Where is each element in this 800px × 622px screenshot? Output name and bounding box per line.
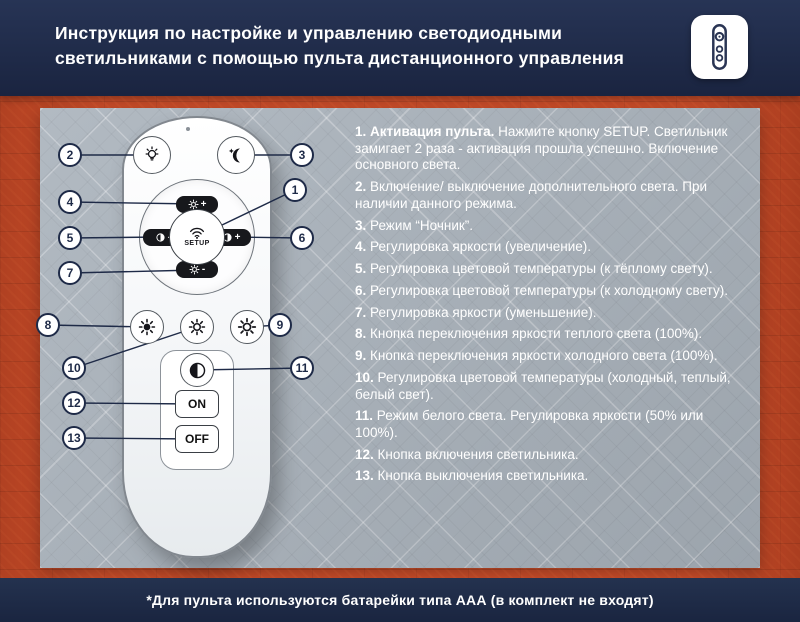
- battery-note: *Для пульта используются батарейки типа …: [146, 592, 654, 608]
- instruction-item-13: 13. Кнопка выключения светильника.: [355, 468, 589, 484]
- callout-13: 13: [62, 426, 86, 450]
- instruction-item-5: 5. Регулировка цветовой температуры (к т…: [355, 261, 713, 277]
- instruction-item-2: 2. Включение/ выключение дополнительного…: [355, 179, 708, 211]
- cold-sun-icon: [237, 317, 257, 337]
- plus-sign: +: [200, 198, 207, 210]
- white-mode-button[interactable]: [180, 353, 214, 387]
- instruction-item-1: 1. Активация пульта. Нажмите кнопку SETU…: [355, 124, 728, 173]
- warm-100-button[interactable]: [130, 310, 164, 344]
- temp-cycle-sun-icon: [188, 318, 206, 336]
- instruction-item-6: 6. Регулировка цветовой температуры (к х…: [355, 282, 728, 298]
- warm-sun-icon: [138, 318, 156, 336]
- instruction-item-8: 8. Кнопка переключения яркости теплого с…: [355, 326, 703, 342]
- page-title: Инструкция по настройке и управлению све…: [55, 23, 625, 69]
- instruction-list: 1. Активация пульта. Нажмите кнопку SETU…: [355, 124, 733, 490]
- main-light-button[interactable]: [133, 136, 171, 174]
- callout-11: 11: [290, 356, 314, 380]
- callout-10: 10: [62, 356, 86, 380]
- off-button[interactable]: OFF: [175, 425, 219, 453]
- setup-label: SETUP: [184, 240, 210, 247]
- instruction-item-11: 11. Режим белого света. Регулировка ярко…: [355, 408, 704, 441]
- instruction-item-3: 3. Режим “Ночник”.: [355, 217, 474, 233]
- ir-led: [186, 127, 190, 131]
- instruction-item-12: 12. Кнопка включения светильника.: [355, 446, 579, 462]
- callout-5: 5: [58, 226, 82, 250]
- instruction-item-7: 7. Регулировка яркости (уменьшение).: [355, 304, 597, 320]
- temp-minus-icon: [155, 232, 166, 243]
- callout-7: 7: [58, 261, 82, 285]
- temp-cycle-button[interactable]: [180, 310, 214, 344]
- callout-1: 1: [283, 178, 307, 202]
- contrast-icon: [188, 361, 207, 380]
- callout-4: 4: [58, 190, 82, 214]
- cold-100-button[interactable]: [230, 310, 264, 344]
- setup-button[interactable]: SETUP: [169, 209, 225, 265]
- callout-3: 3: [290, 143, 314, 167]
- sun-minus-icon: [189, 264, 200, 275]
- minus-sign: -: [201, 263, 206, 275]
- on-button[interactable]: ON: [175, 390, 219, 418]
- remote-control-icon: [704, 22, 735, 72]
- plus-sign: +: [234, 231, 241, 243]
- instruction-item-4: 4. Регулировка яркости (увеличение).: [355, 239, 592, 255]
- moon-icon: [227, 146, 246, 165]
- header: Инструкция по настройке и управлению све…: [0, 0, 800, 96]
- callout-8: 8: [36, 313, 60, 337]
- callout-12: 12: [62, 391, 86, 415]
- callout-9: 9: [268, 313, 292, 337]
- remote-badge: [691, 15, 748, 79]
- instruction-item-10: 10. Регулировка цветовой температуры (хо…: [355, 369, 731, 402]
- callout-2: 2: [58, 143, 82, 167]
- footer: *Для пульта используются батарейки типа …: [0, 578, 800, 622]
- wifi-icon: [189, 227, 205, 239]
- night-mode-button[interactable]: [217, 136, 255, 174]
- bulb-icon: [142, 145, 162, 165]
- instruction-item-9: 9. Кнопка переключения яркости холодного…: [355, 348, 718, 364]
- callout-6: 6: [290, 226, 314, 250]
